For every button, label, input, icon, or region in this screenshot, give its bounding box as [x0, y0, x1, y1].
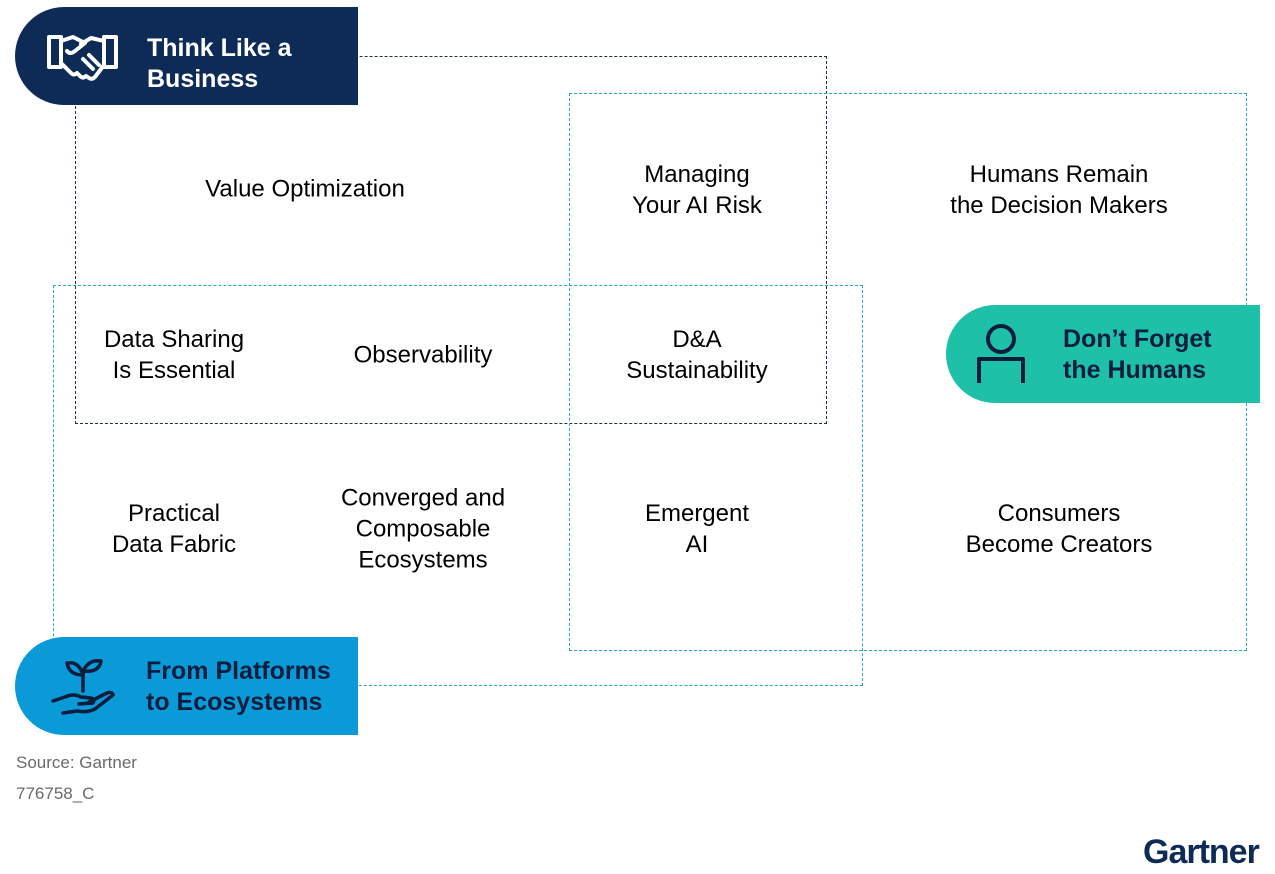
from-platforms-label: From Platforms to Ecosystems	[146, 657, 331, 716]
cell-data-sharing: Data Sharing Is Essential	[103, 326, 245, 384]
cell-observability: Observability	[353, 341, 493, 369]
person-icon	[977, 324, 1025, 383]
document-id: 776758_C	[16, 784, 95, 803]
cell-da-sustainability: D&A Sustainability	[626, 326, 768, 384]
cell-emergent-ai: Emergent AI	[644, 500, 750, 558]
platforms-to-ecosystems-frame	[53, 285, 863, 686]
handshake-icon	[47, 35, 118, 81]
cell-consumers-creators: Consumers Become Creators	[965, 500, 1153, 558]
dont-forget-humans-label: Don’t Forget the Humans	[1063, 325, 1212, 384]
cell-practical-data-fabric: Practical Data Fabric	[111, 500, 237, 558]
sprout-in-hand-icon	[51, 658, 115, 715]
cell-converged-composable: Converged and Composable Ecosystems	[340, 484, 506, 574]
gartner-logo: Gartner	[1143, 833, 1260, 871]
dont-forget-humans-badge: Don’t Forget the Humans	[946, 305, 1260, 403]
cell-humans-decision-makers: Humans Remain the Decision Makers	[950, 161, 1168, 219]
cell-value-optimization: Value Optimization	[205, 175, 405, 203]
source-note: Source: Gartner	[16, 753, 137, 772]
think-like-business-badge: Think Like a Business	[15, 7, 358, 105]
cell-managing-ai-risk: Managing Your AI Risk	[632, 161, 762, 219]
think-like-business-label: Think Like a Business	[147, 34, 292, 93]
think-like-business-frame	[75, 56, 827, 424]
from-platforms-badge: From Platforms to Ecosystems	[15, 637, 358, 735]
